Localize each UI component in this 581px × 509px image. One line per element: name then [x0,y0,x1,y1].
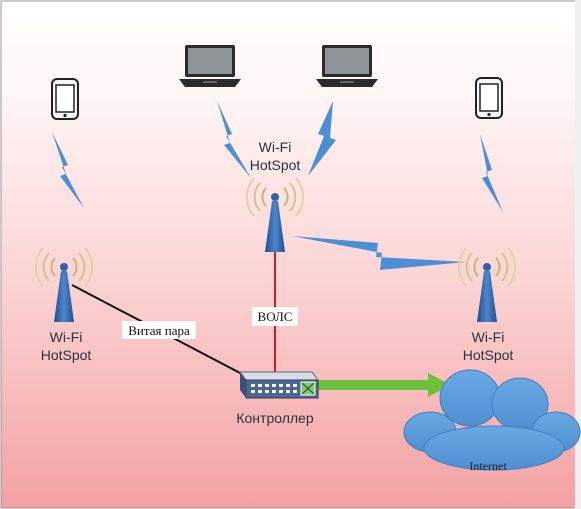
laptop-icon [316,45,378,87]
hotspot-left-line1: Wi-Fi [50,329,83,345]
twisted-pair-label: Витая пара [128,323,190,338]
cloud-icon [403,369,581,471]
hotspot-right-line1: Wi-Fi [472,329,505,345]
hotspot-right-line2: HotSpot [463,347,514,363]
internet-label: Internet [469,459,507,473]
hotspot-center-line2: HotSpot [250,157,301,173]
smartphone-icon [51,78,79,120]
uplink-arrow [316,373,451,397]
switch-icon [239,371,319,399]
lightning-wireless-icon [480,134,503,212]
lightning-wireless-icon [52,132,84,208]
lightning-wireless-icon [308,101,336,176]
lightning-wireless-icon [217,101,251,178]
hotspot-left-line2: HotSpot [41,347,92,363]
lightning-wireless-icon [292,236,466,270]
laptop-icon [179,45,241,87]
controller-label: Контроллер [236,410,313,426]
smartphone-icon [475,77,503,119]
fiber-label: ВОЛС [258,309,293,324]
hotspot-center-line1: Wi-Fi [259,139,292,155]
